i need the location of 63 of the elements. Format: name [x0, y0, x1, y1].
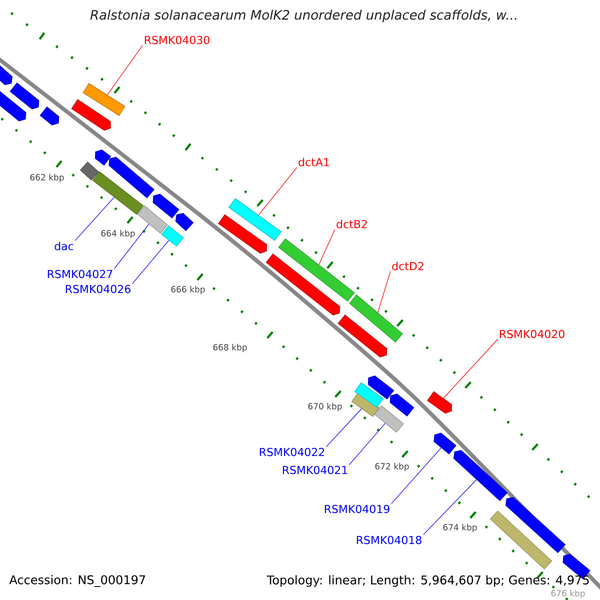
- gene-block: [427, 391, 452, 414]
- gene-block: [338, 314, 388, 358]
- leader-line: [349, 423, 386, 465]
- leader-line: [107, 45, 143, 96]
- gene-label: RSMK04018: [356, 536, 422, 544]
- scale-label: 662 kbp: [30, 174, 64, 182]
- leader-line: [423, 479, 477, 535]
- gene-label: RSMK04019: [324, 504, 390, 514]
- gene-bar: [92, 171, 144, 215]
- footer-text: Topology: linear; Length: 5,964,607 bp; Genes: 4,975: [266, 575, 589, 587]
- gene-bar: [228, 198, 282, 241]
- scale-label: 664 kbp: [101, 230, 135, 238]
- gene-label: dac: [54, 242, 74, 250]
- gene-block: [71, 99, 111, 131]
- gene-block: [108, 156, 154, 198]
- gene-label: RSMK04027: [48, 270, 112, 278]
- gene-block: [506, 496, 566, 554]
- gene-bar: [137, 206, 168, 234]
- leader-line: [258, 167, 298, 216]
- gene-bar: [374, 406, 404, 432]
- title: Ralstonia solanacearum MolK2 unordered unplaced scaffolds, w...: [90, 10, 516, 22]
- leader-line: [74, 196, 114, 241]
- gene-label: RSMK04020: [500, 330, 564, 338]
- gene-label: RSMK04026: [66, 284, 130, 294]
- leader-line: [132, 240, 170, 284]
- gene-block: [152, 194, 180, 218]
- scale-label: 674 kbp: [443, 524, 477, 532]
- gene-label: RSMK04021: [282, 466, 348, 474]
- gene-label: dctB2: [336, 220, 367, 228]
- gene-block: [218, 214, 267, 254]
- gene-bar: [278, 238, 355, 302]
- gene-label: RSMK04022: [260, 448, 324, 456]
- scale-label: 666 kbp: [171, 286, 205, 294]
- gene-block: [266, 254, 340, 316]
- gene-bar: [490, 510, 552, 570]
- gene-block: [0, 62, 12, 86]
- gene-bar: [82, 83, 126, 116]
- gene-block: [434, 432, 456, 454]
- scale-label: 668 kbp: [213, 344, 247, 352]
- gene-block: [95, 150, 111, 166]
- leader-line: [391, 448, 442, 504]
- scale-label: 676 kbp: [551, 590, 585, 598]
- gene-block: [175, 213, 194, 231]
- footer-text: Accession: NS_000197: [9, 575, 146, 587]
- scale-label: 672 kbp: [375, 462, 409, 472]
- gene-bar: [80, 162, 99, 180]
- gene-block: [368, 376, 394, 400]
- gene-bar: [349, 294, 403, 342]
- leader-line: [443, 339, 498, 399]
- gene-bar: [354, 382, 384, 408]
- leader-line: [326, 408, 362, 447]
- gene-block: [0, 88, 26, 122]
- gene-label: dctD2: [392, 262, 424, 270]
- gene-label: dctA1: [298, 158, 329, 166]
- gene-block: [40, 106, 60, 126]
- gene-block: [10, 82, 40, 110]
- gene-block: [390, 394, 414, 416]
- leader-line: [114, 224, 150, 269]
- leader-line: [318, 229, 336, 265]
- gene-label: RSMK04030: [144, 36, 210, 44]
- gene-block: [453, 450, 508, 501]
- gene-bar: [161, 225, 184, 247]
- scale-label: 670 kbp: [308, 402, 342, 412]
